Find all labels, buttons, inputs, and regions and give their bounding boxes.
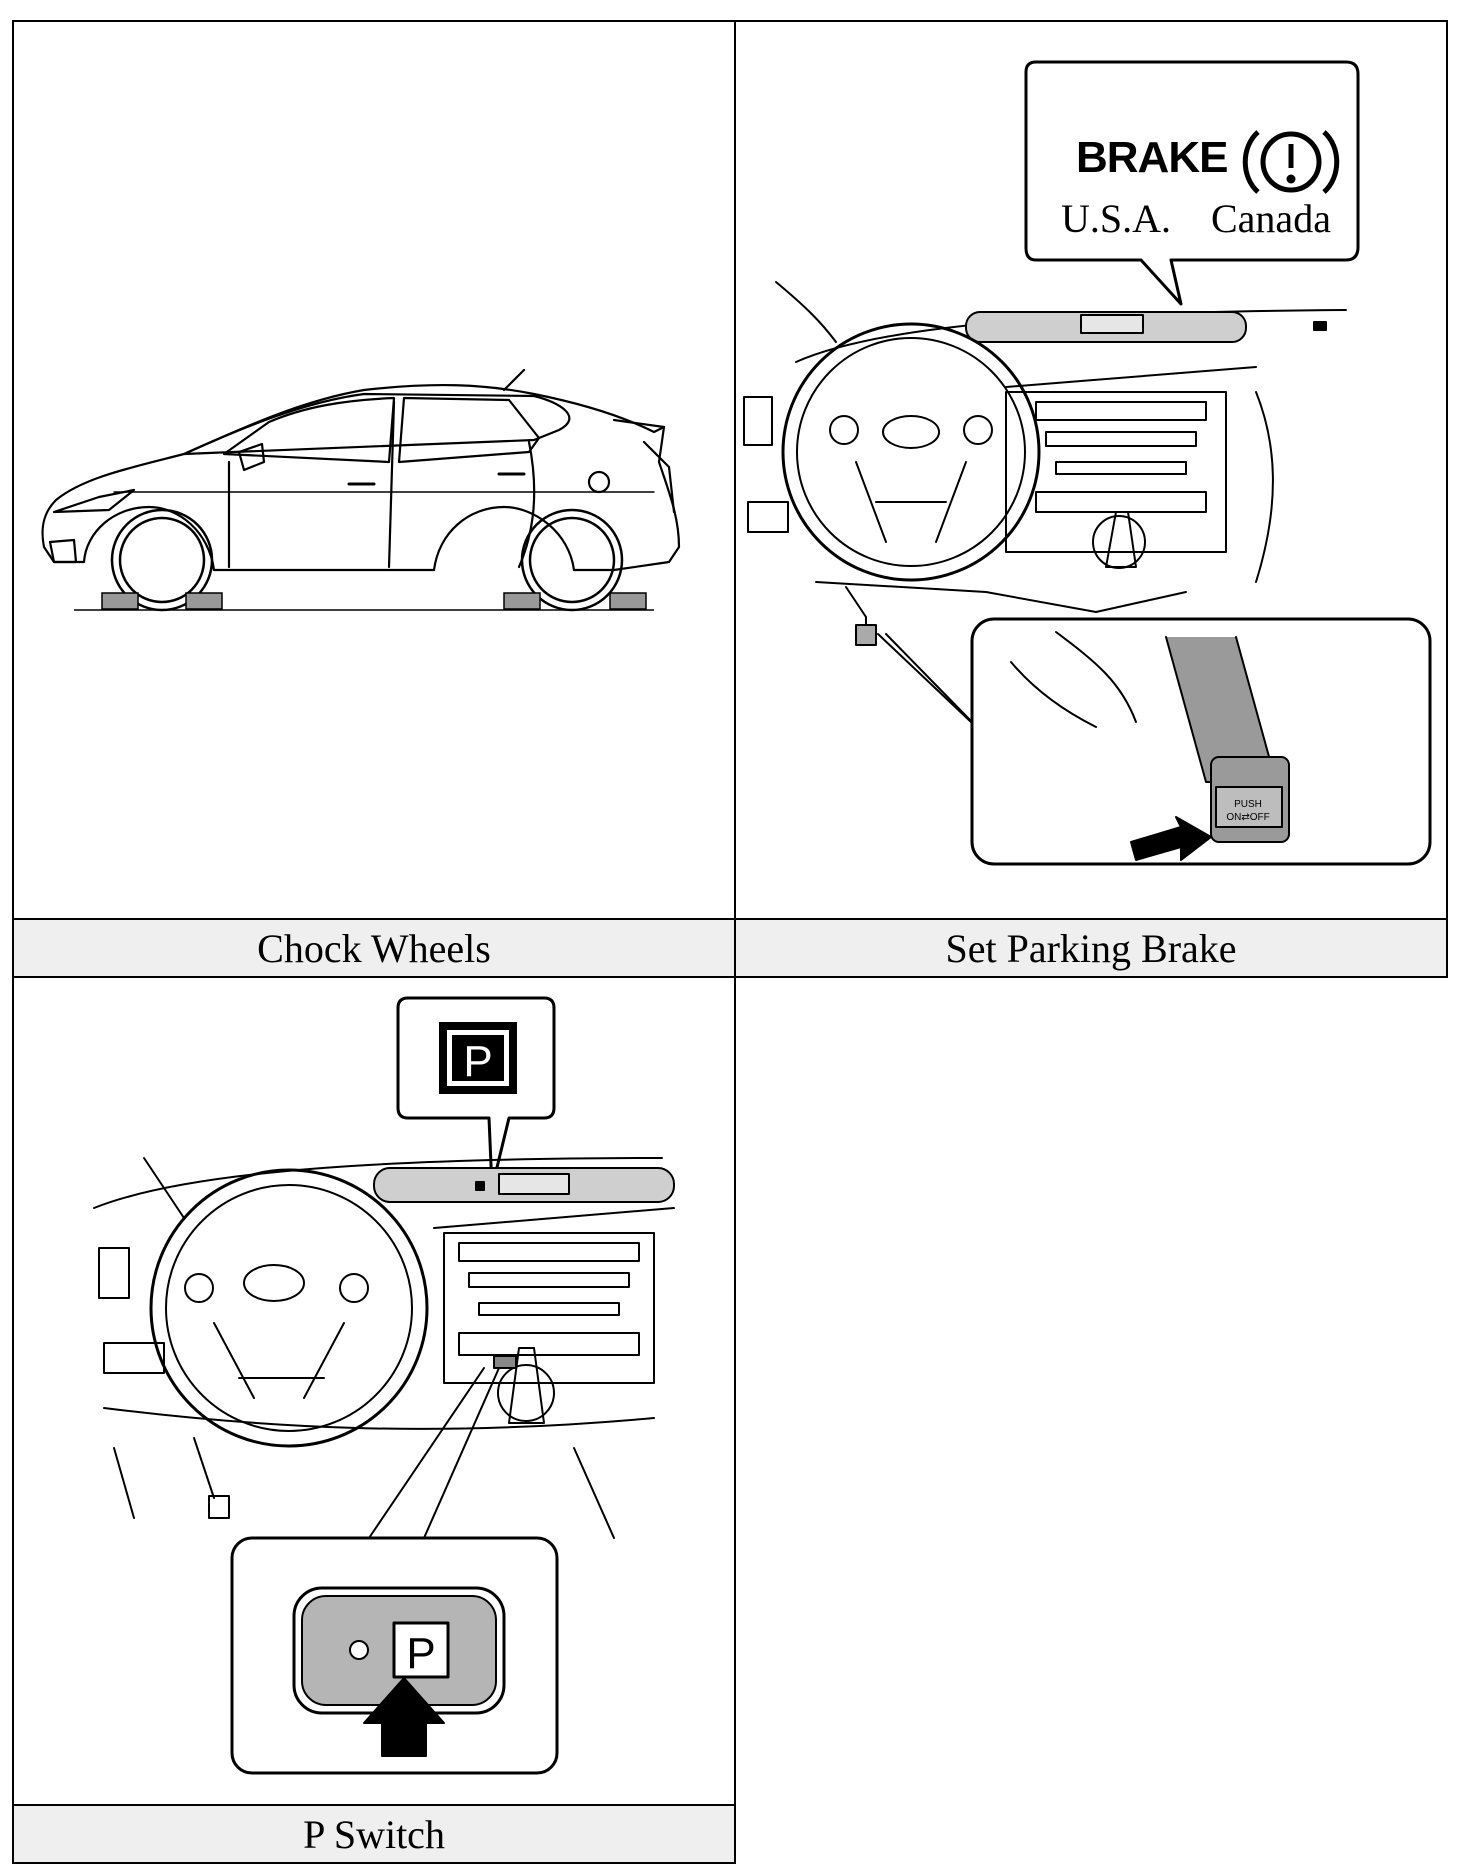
p-indicator-letter: P xyxy=(463,1037,492,1086)
chock-wheels-caption: Chock Wheels xyxy=(12,918,736,978)
chock-wheels-label: Chock Wheels xyxy=(257,925,491,972)
pedal-onoff-text: ON⇄OFF xyxy=(1226,812,1269,823)
p-switch-label: P Switch xyxy=(303,1811,445,1858)
p-indicator-icon: P xyxy=(439,1022,517,1094)
parking-brake-caption: Set Parking Brake xyxy=(734,918,1448,978)
region-canada-label: Canada xyxy=(1211,196,1331,241)
region-usa-label: U.S.A. xyxy=(1061,196,1171,241)
chock-wheels-panel xyxy=(12,20,736,920)
p-button-letter: P xyxy=(406,1629,435,1678)
p-switch-caption: P Switch xyxy=(12,1804,736,1864)
parking-brake-label: Set Parking Brake xyxy=(945,925,1236,972)
car-side-illustration xyxy=(14,22,736,920)
dashboard-p-switch-illustration: P P xyxy=(14,978,736,1806)
pedal-push-text: PUSH xyxy=(1234,799,1262,810)
dashboard-brake-illustration: BRAKE U.S.A. Canada PUSH ON⇄OFF xyxy=(736,22,1448,920)
brake-warning-label: BRAKE xyxy=(1076,133,1227,182)
p-switch-panel: P P xyxy=(12,976,736,1806)
parking-brake-panel: BRAKE U.S.A. Canada PUSH ON⇄OFF xyxy=(734,20,1448,920)
